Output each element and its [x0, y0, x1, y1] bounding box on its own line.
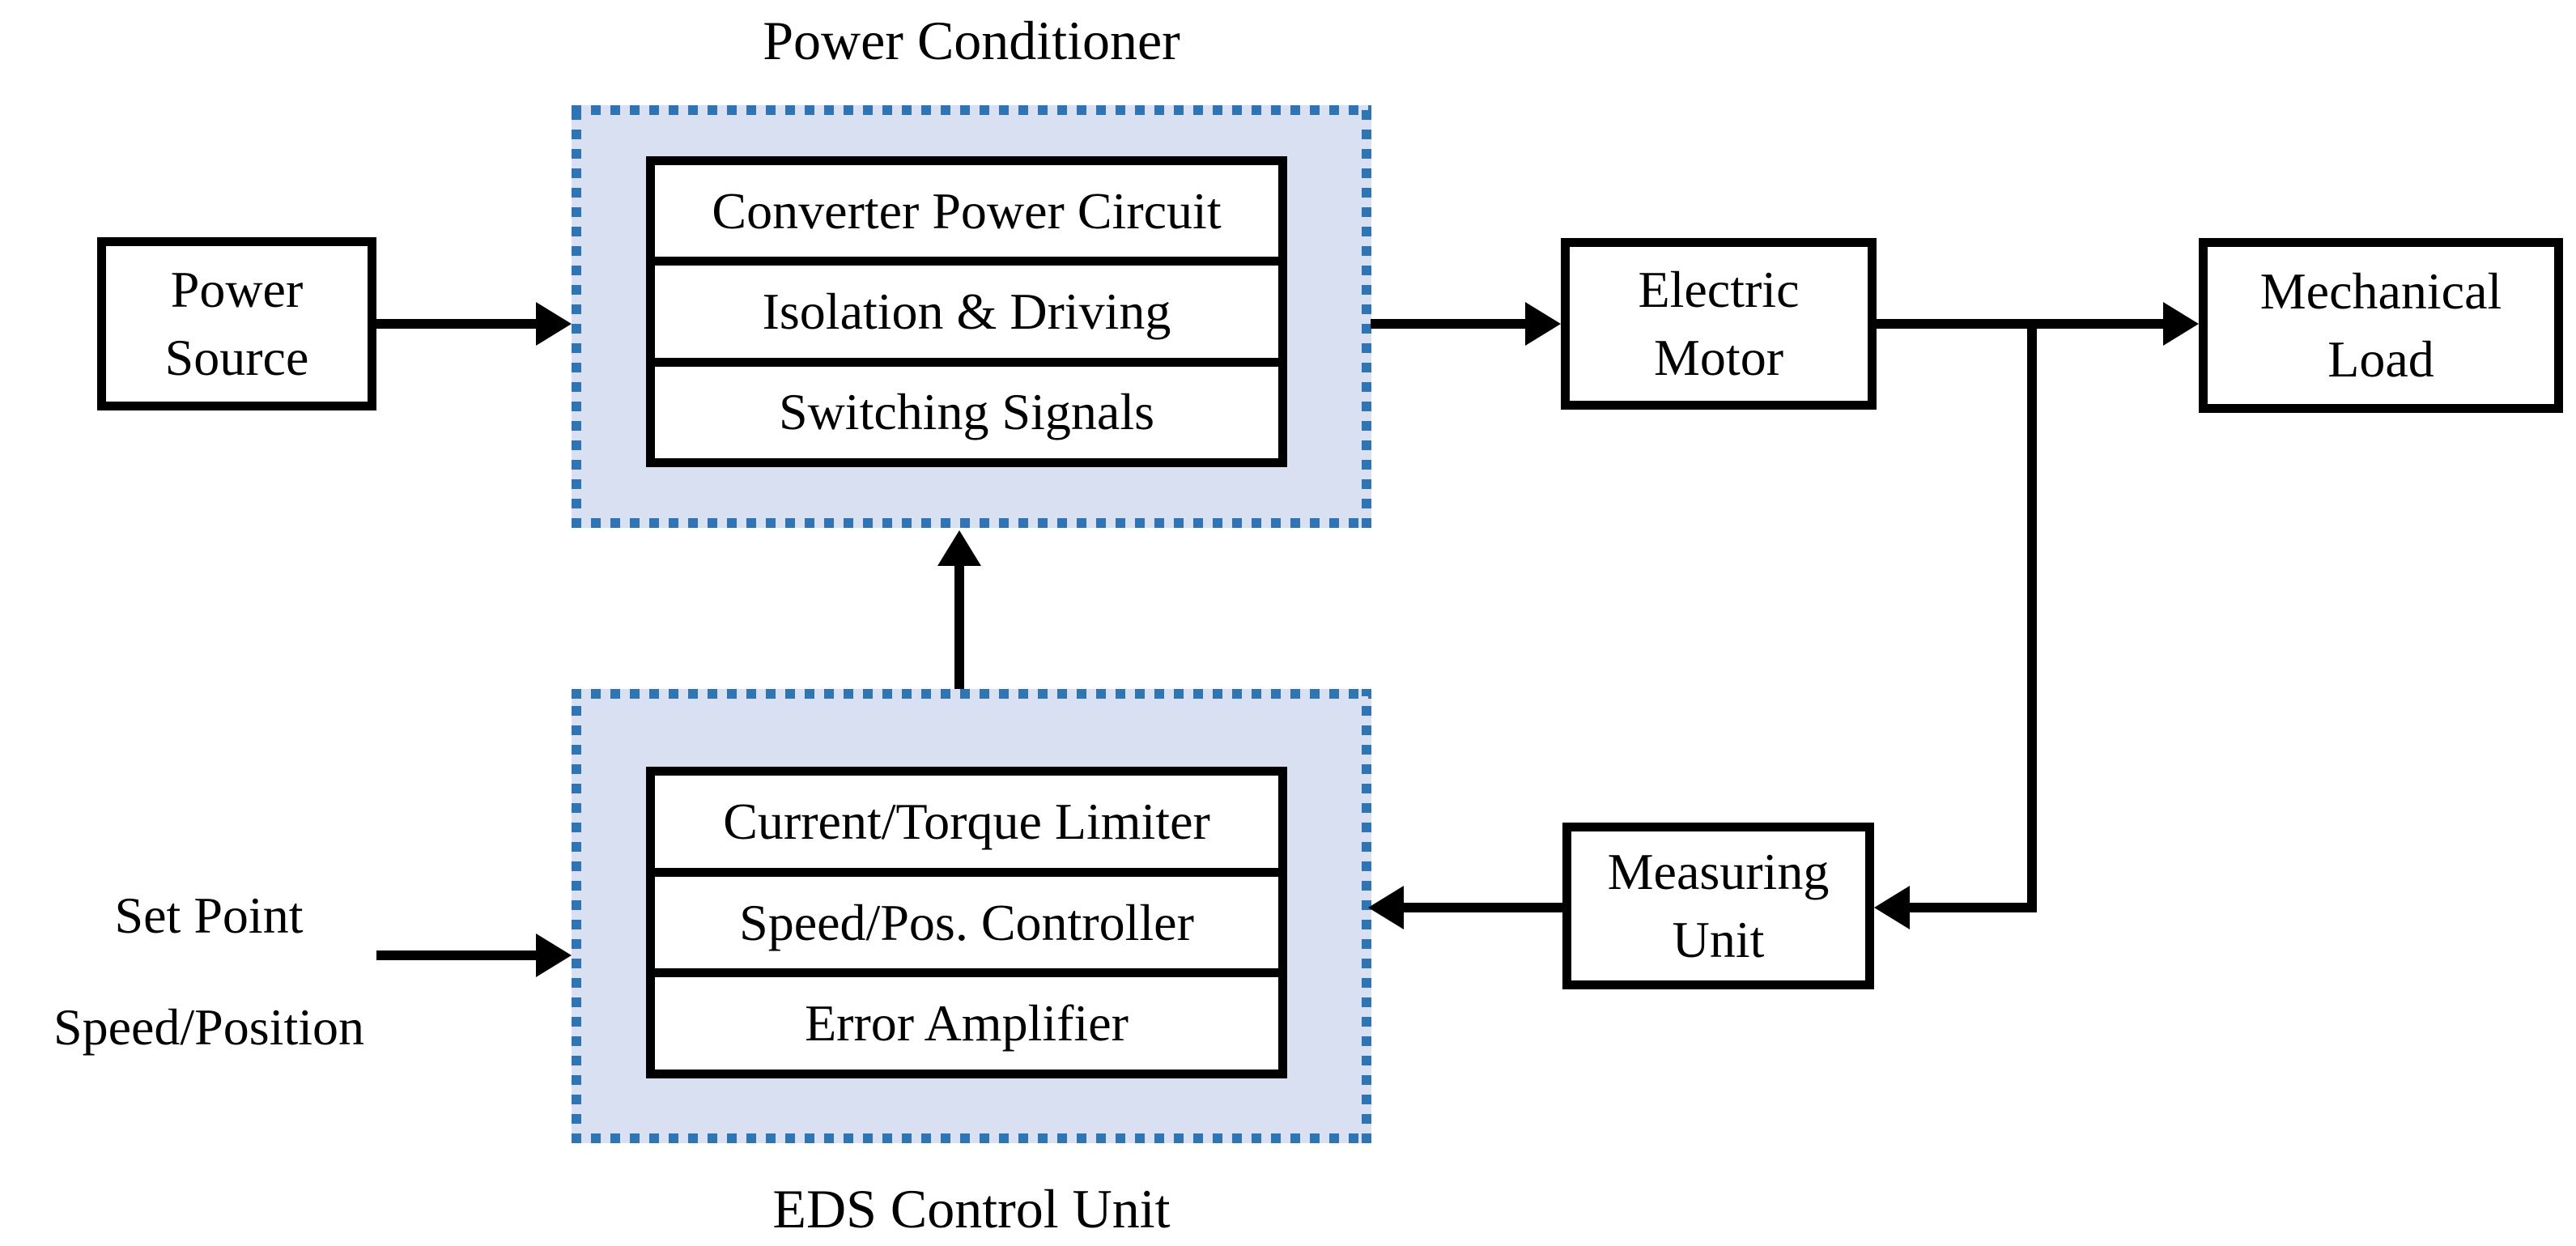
- eds-control-unit-group: Current/Torque Limiter Speed/Pos. Contro…: [572, 689, 1371, 1143]
- mechanical-load-label-line1: Mechanical: [2259, 262, 2502, 320]
- electric-motor-label-line1: Electric: [1638, 261, 1800, 318]
- arrow-set-point-to-eds-head-icon: [536, 933, 572, 977]
- arrow-power-source-to-conditioner-head-icon: [536, 302, 572, 346]
- module-switching-signals: Switching Signals: [655, 366, 1278, 458]
- module-converter-power-circuit: Converter Power Circuit: [655, 165, 1278, 257]
- mechanical-load-box: Mechanical Load: [2199, 238, 2563, 413]
- set-point-label: Set Point Speed/Position: [31, 860, 387, 1083]
- arrow-into-measuring-unit-head-icon: [1874, 886, 1910, 929]
- module-speed-pos-controller: Speed/Pos. Controller: [655, 876, 1278, 969]
- arrow-measuring-unit-to-eds-head-icon: [1368, 886, 1404, 929]
- arrow-motor-to-load-line: [1877, 319, 2168, 329]
- power-conditioner-group: Converter Power Circuit Isolation & Driv…: [572, 105, 1371, 528]
- feedback-tap-horizontal-line: [1906, 903, 2037, 912]
- power-source-box: Power Source: [97, 237, 376, 410]
- module-isolation-and-driving: Isolation & Driving: [655, 266, 1278, 358]
- power-source-label-line2: Source: [164, 329, 309, 386]
- module-error-amplifier: Error Amplifier: [655, 977, 1278, 1070]
- electric-motor-label-line2: Motor: [1654, 329, 1783, 386]
- arrow-conditioner-to-motor-head-icon: [1525, 302, 1561, 346]
- arrow-eds-to-conditioner-head-icon: [937, 530, 981, 566]
- arrow-conditioner-to-motor-line: [1371, 319, 1531, 329]
- module-current-torque-limiter: Current/Torque Limiter: [655, 776, 1278, 868]
- eds-control-unit-title: EDS Control Unit: [772, 1178, 1171, 1240]
- arrow-eds-to-conditioner-line: [954, 563, 964, 689]
- measuring-unit-box: Measuring Unit: [1562, 823, 1874, 989]
- arrow-motor-to-load-head-icon: [2163, 302, 2199, 346]
- arrow-power-source-to-conditioner-line: [376, 319, 542, 329]
- eds-control-unit-stack: Current/Torque Limiter Speed/Pos. Contro…: [646, 767, 1287, 1078]
- set-point-label-line1: Set Point: [114, 887, 304, 944]
- feedback-tap-vertical-line: [2027, 319, 2037, 912]
- measuring-unit-label-line2: Unit: [1672, 911, 1765, 968]
- arrow-measuring-unit-to-eds-line: [1401, 903, 1562, 912]
- arrow-set-point-to-eds-line: [376, 950, 542, 960]
- electric-motor-box: Electric Motor: [1561, 238, 1877, 410]
- mechanical-load-label-line2: Load: [2327, 330, 2434, 388]
- power-conditioner-title: Power Conditioner: [763, 10, 1180, 71]
- measuring-unit-label-line1: Measuring: [1607, 843, 1830, 900]
- power-conditioner-stack: Converter Power Circuit Isolation & Driv…: [646, 156, 1287, 467]
- set-point-label-line2: Speed/Position: [53, 998, 365, 1056]
- power-source-label-line1: Power: [170, 261, 304, 318]
